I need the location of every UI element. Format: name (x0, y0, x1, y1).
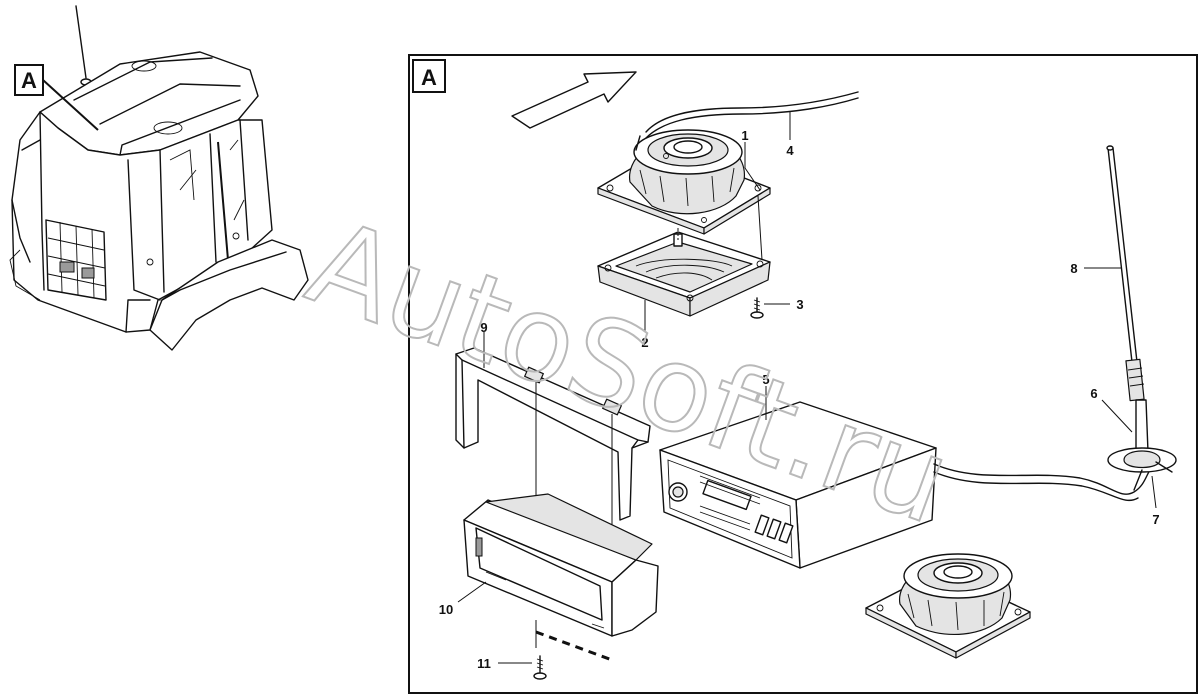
frame-screw (533, 655, 547, 680)
speaker-housing (597, 231, 771, 317)
callout-6: 6 (1090, 386, 1097, 401)
screw (750, 297, 764, 319)
speaker-lower (865, 553, 1031, 659)
speaker-upper (597, 129, 771, 235)
callout-4: 4 (786, 143, 794, 158)
antenna-cable (1133, 469, 1143, 491)
antenna-base (1107, 399, 1177, 473)
leader-7 (1151, 475, 1157, 509)
view-label-overview: A (21, 68, 37, 93)
callout-3: 3 (796, 297, 803, 312)
radio-antenna-cable (933, 463, 1151, 495)
radio-frame (463, 493, 659, 637)
callout-2: 2 (641, 335, 648, 350)
callout-5: 5 (762, 372, 769, 387)
callout-1: 1 (741, 128, 748, 143)
view-label-detail: A (421, 65, 437, 90)
callout-11: 11 (477, 656, 491, 671)
cab-rear-panel (45, 219, 107, 301)
mounting-bracket (455, 347, 651, 521)
view-label-box-overview (14, 64, 44, 96)
callout-10: 10 (439, 602, 453, 617)
callout-7: 7 (1152, 512, 1159, 527)
cab-overview: A (9, 5, 309, 351)
callout-9: 9 (480, 320, 487, 335)
antenna-rod (1106, 145, 1145, 402)
callout-8: 8 (1070, 261, 1077, 276)
leader-6 (1101, 399, 1133, 433)
radio-unit (659, 401, 937, 569)
direction-arrow (511, 71, 637, 129)
leader-10 (457, 581, 487, 603)
cab-antenna (75, 5, 87, 79)
detail-frame (408, 54, 1198, 694)
view-label-box-detail (412, 59, 446, 93)
speaker-cable (645, 91, 859, 133)
cab-fender (149, 239, 309, 351)
